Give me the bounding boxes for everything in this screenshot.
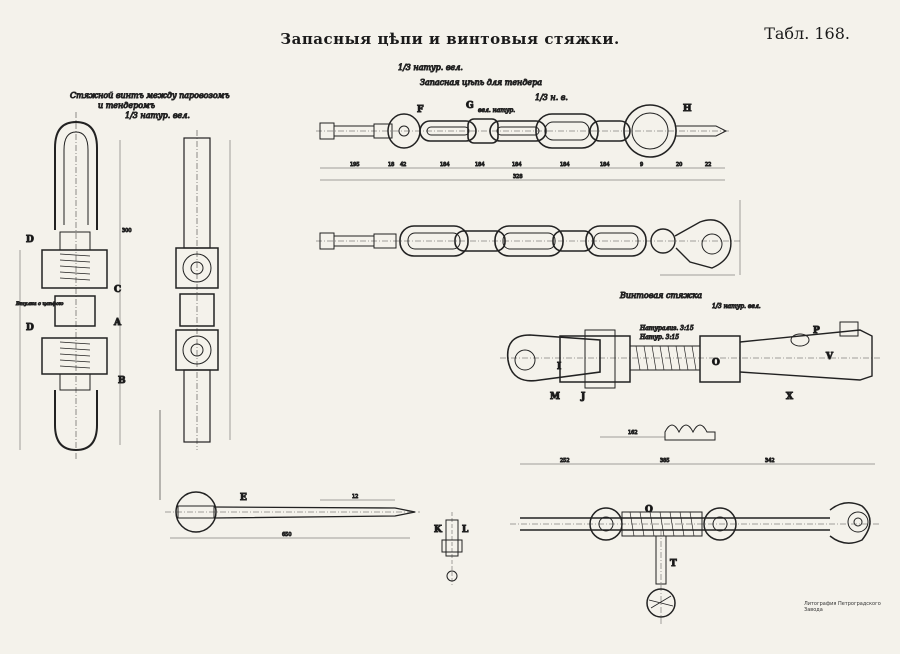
coupler-caption: Винтовая стяжка — [619, 291, 702, 300]
drawing-title: Запасныя цѣпи и винтовыя стяжки. — [280, 30, 620, 48]
tender-chain-lower — [316, 200, 741, 276]
dim-300: 300 — [122, 228, 132, 234]
label-k: K — [434, 525, 443, 535]
detail-k-l: K L — [434, 512, 470, 585]
label-g: G — [466, 101, 474, 111]
left-caption-3: 1/3 натур. вел. — [125, 111, 190, 120]
printer-note: Литография Петроградского Завода — [804, 601, 881, 613]
chain-caption: Запасная цѣпь для тендера — [420, 78, 542, 87]
dim-9: 9 — [640, 162, 643, 168]
dim-18: 18 — [388, 162, 394, 168]
dim-184-d: 184 — [560, 162, 570, 168]
chain-scale: 1/3 н. в. — [535, 93, 568, 102]
label-p: P — [813, 326, 820, 336]
dim-252: 252 — [560, 458, 570, 464]
label-o-lower: O — [645, 505, 653, 515]
label-l: L — [462, 525, 469, 535]
label-b: B — [118, 376, 126, 386]
dim-184-e: 184 — [600, 162, 610, 168]
label-e: E — [240, 493, 247, 503]
label-f: F — [417, 105, 424, 115]
label-m: M — [550, 392, 560, 402]
dim-42: 42 — [400, 162, 406, 168]
dim-184-c: 184 — [512, 162, 522, 168]
dim-328: 328 — [513, 174, 523, 180]
label-d-lower: D — [26, 323, 34, 333]
label-a: A — [113, 318, 122, 328]
label-o-upper: O — [712, 358, 720, 368]
label-i: I — [557, 362, 561, 372]
right-note-1: Натурализ. 3:15 — [639, 325, 694, 332]
dim-22: 22 — [705, 162, 711, 168]
left-small-note: Втулка с цапфою — [15, 300, 64, 307]
dim-12: 12 — [352, 494, 358, 500]
dim-162: 162 — [628, 430, 638, 436]
right-note-2: Натур. 3:15 — [639, 334, 679, 341]
dim-195: 195 — [350, 162, 360, 168]
pin-e-view: 650 12 E — [159, 410, 420, 539]
label-v: V — [825, 352, 834, 362]
dim-20: 20 — [676, 162, 682, 168]
g-scale: вел. натур. — [478, 107, 515, 114]
left-screw-side-view — [175, 130, 231, 450]
screw-coupler-top-view: Винтовая стяжка 1/3 натур. вел. Натурали… — [500, 291, 880, 465]
label-d-upper: D — [26, 235, 34, 245]
label-x: X — [786, 392, 793, 402]
dim-650: 650 — [282, 532, 292, 538]
screw-coupler-side-view: O T — [510, 502, 880, 625]
left-caption-1: Стяжной винтъ между паровозомъ — [70, 91, 230, 100]
tender-chain-upper: 1/3 натур. вел. Запасная цѣпь для тендер… — [316, 63, 730, 181]
top-scale: 1/3 натур. вел. — [398, 63, 463, 72]
coupler-scale: 1/3 натур. вел. — [712, 303, 761, 310]
dim-342: 342 — [765, 458, 775, 464]
dim-184-b: 184 — [475, 162, 485, 168]
left-caption-2: и тендеромъ — [98, 101, 155, 110]
dim-184-a: 184 — [440, 162, 450, 168]
plate-number: Табл. 168. — [764, 24, 850, 43]
dim-385: 385 — [660, 458, 670, 464]
label-c: C — [114, 285, 121, 295]
label-t: T — [670, 559, 677, 569]
label-j: J — [580, 392, 585, 402]
left-screw-front-view: Стяжной винтъ между паровозомъ и тендеро… — [15, 91, 230, 460]
label-h: H — [683, 104, 692, 114]
